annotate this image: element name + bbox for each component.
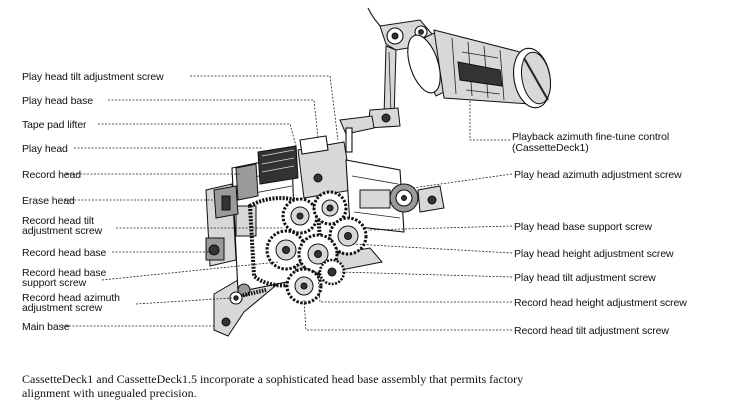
label-record-head-azimuth-line1: Record head azimuth [22, 292, 120, 304]
label-play-head-base: Play head base [22, 95, 93, 107]
label-record-head: Record head [22, 169, 81, 181]
label-record-head-tilt-line2: adjustment screw [22, 225, 103, 237]
label-record-head-tilt-line1: Record head tilt [22, 215, 94, 227]
leader-play-tilt [339, 271, 513, 278]
tape-heads [213, 145, 299, 219]
leader-play-height [351, 243, 513, 254]
label-play-head-base-support-screw: Play head base support screw [514, 221, 652, 233]
label-record-head-height-screw: Record head height adjustment screw [514, 297, 687, 309]
gear-record-base [265, 229, 307, 271]
gear-play-base-support [328, 216, 368, 256]
right-bracket [345, 159, 445, 233]
label-record-head-tilt-screw: Record head tilt adjustment screw [514, 325, 669, 337]
mechanism-illustration [205, 7, 552, 337]
label-record-head-base-support-line2: support screw [22, 277, 87, 289]
leader-play-head-base [108, 99, 319, 139]
azimuth-arm-bracket [339, 19, 433, 153]
label-record-head-azimuth-line2: adjustment screw [22, 302, 103, 314]
record-azimuth-screw-spring [229, 288, 267, 305]
leader-azimuth-fine-tune [469, 100, 510, 141]
right-labels: Playback azimuth fine-tune control (Cass… [512, 131, 687, 337]
label-record-head-base-support-line1: Record head base [22, 267, 106, 279]
leader-lines [62, 75, 513, 331]
label-tape-pad-lifter: Tape pad lifter [22, 119, 87, 131]
leader-play-base-support [367, 225, 513, 231]
label-record-head-base: Record head base [22, 247, 106, 259]
left-labels: Play head tilt adjustment screw Play hea… [22, 71, 164, 333]
leader-record-tilt [303, 299, 512, 331]
leader-record-height [317, 273, 512, 303]
play-head-base [297, 135, 353, 199]
gear-lower [285, 267, 323, 305]
label-erase-head: Erase head [22, 195, 75, 207]
label-play-head: Play head [22, 143, 68, 155]
label-play-head-tilt-screw-top: Play head tilt adjustment screw [22, 71, 164, 83]
leader-play-azimuth [411, 173, 513, 189]
label-azimuth-fine-tune-line2: (CassetteDeck1) [512, 142, 589, 154]
label-azimuth-fine-tune-line1: Playback azimuth fine-tune control [512, 131, 669, 143]
azimuth-fine-tune-knob [407, 29, 552, 109]
leader-tape-pad-lifter [98, 123, 297, 147]
gear-upper-left [281, 197, 319, 235]
label-main-base: Main base [22, 321, 70, 333]
label-play-head-tilt-screw: Play head tilt adjustment screw [514, 272, 656, 284]
label-play-head-azimuth-screw: Play head azimuth adjustment screw [514, 169, 682, 181]
leader-play-head-tilt-top [190, 75, 339, 141]
leader-record-base-support [101, 261, 279, 281]
figure-caption: CassetteDeck1 and CassetteDeck1.5 incorp… [22, 372, 524, 400]
gear-upper-mid [312, 190, 348, 226]
gear-train [265, 190, 368, 305]
label-play-head-height-screw: Play head height adjustment screw [514, 248, 674, 260]
